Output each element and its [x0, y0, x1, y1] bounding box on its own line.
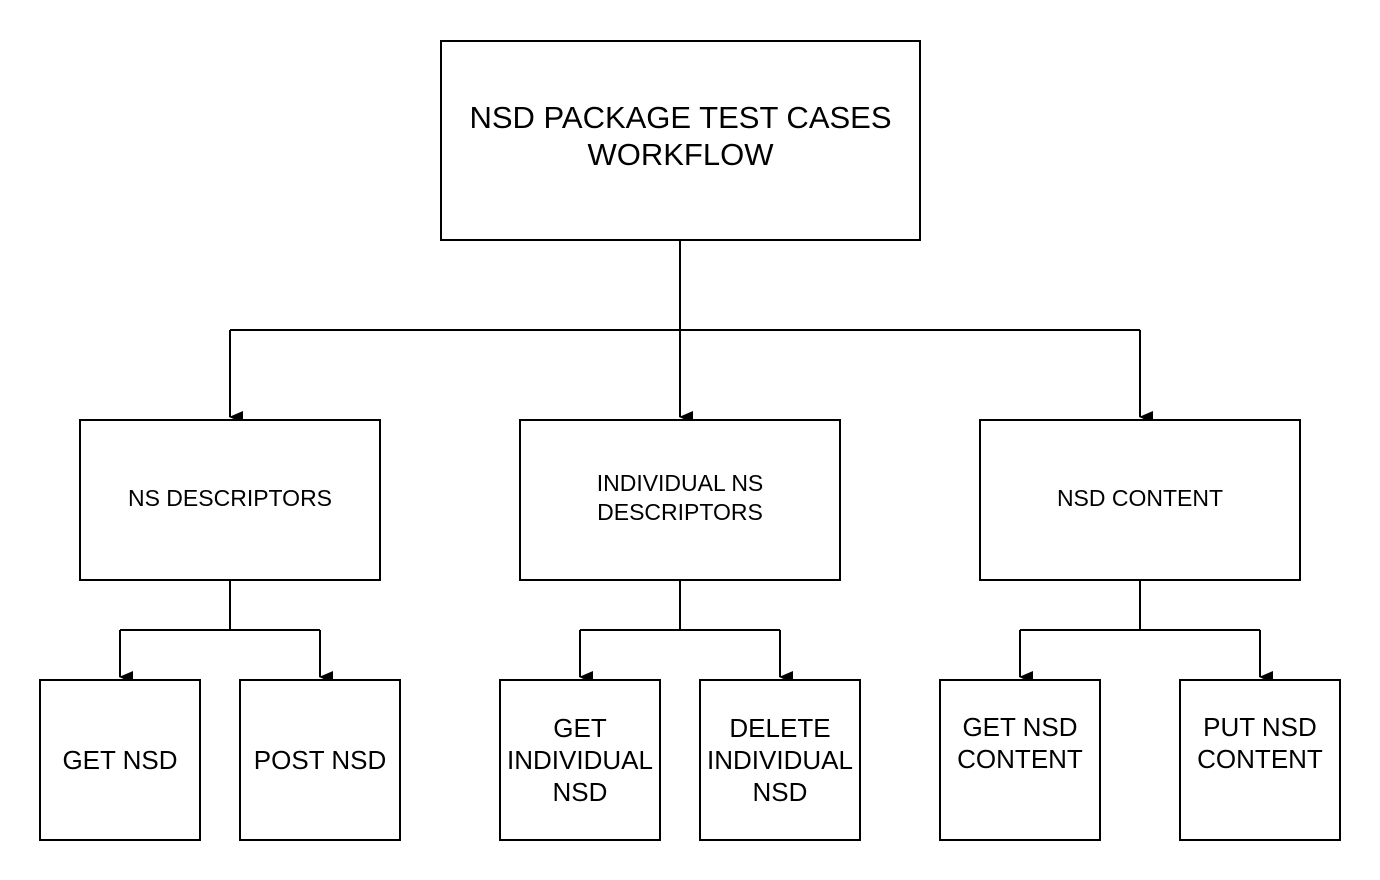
node-nsd-content: NSD CONTENT: [979, 419, 1301, 581]
root-node-nsd-package-test-cases: NSD PACKAGE TEST CASES WORKFLOW: [440, 40, 921, 241]
node-get-nsd-content-label: GET NSD CONTENT: [957, 712, 1083, 774]
node-get-nsd: GET NSD: [39, 679, 201, 841]
node-get-individual-nsd-label: GET INDIVIDUAL NSD: [507, 713, 653, 807]
node-get-nsd-label: GET NSD: [62, 745, 178, 775]
node-post-nsd: POST NSD: [239, 679, 401, 841]
node-ns-descriptors: NS DESCRIPTORS: [79, 419, 381, 581]
node-get-individual-nsd: GET INDIVIDUAL NSD: [499, 679, 661, 841]
node-put-nsd-content-label: PUT NSD CONTENT: [1197, 712, 1323, 774]
node-put-nsd-content: PUT NSD CONTENT: [1179, 679, 1341, 841]
node-nsd-content-label: NSD CONTENT: [1056, 484, 1224, 511]
node-get-nsd-content: GET NSD CONTENT: [939, 679, 1101, 841]
node-individual-ns-descriptors-label: INDIVIDUAL NS DESCRIPTORS: [596, 470, 764, 525]
node-delete-individual-nsd-label: DELETE INDIVIDUAL NSD: [707, 713, 853, 807]
node-delete-individual-nsd: DELETE INDIVIDUAL NSD: [699, 679, 861, 841]
node-ns-descriptors-label: NS DESCRIPTORS: [127, 484, 333, 511]
root-node-label: NSD PACKAGE TEST CASES WORKFLOW: [469, 99, 892, 172]
node-post-nsd-label: POST NSD: [253, 745, 387, 775]
node-individual-ns-descriptors: INDIVIDUAL NS DESCRIPTORS: [519, 419, 841, 581]
